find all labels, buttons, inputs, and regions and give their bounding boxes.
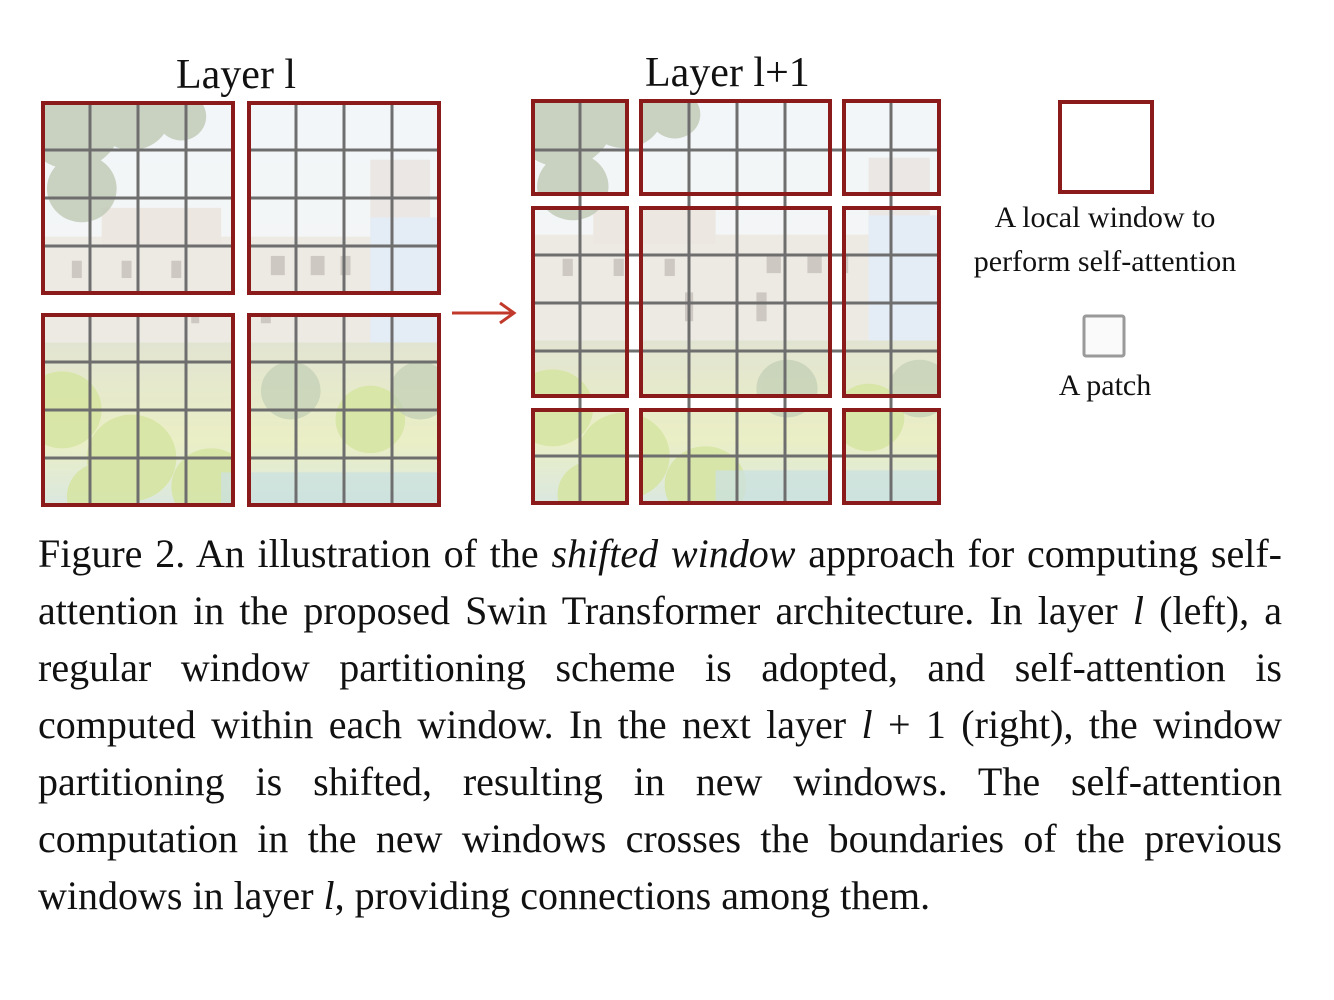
window-l-3: [41, 313, 235, 507]
layer-l-plus-1-image: [532, 100, 940, 504]
window-r-9: [842, 408, 941, 505]
figure-graphic: [41, 99, 1154, 507]
legend-patch-label: A patch: [1058, 369, 1152, 402]
layer-l-plus-1-patch-grid: [532, 100, 940, 504]
caption-text-2: approach for computing self-attention in…: [38, 531, 1282, 633]
caption-text-5: , providing connections among them.: [334, 873, 931, 918]
window-l-1: [41, 101, 235, 295]
window-l-2: [247, 101, 441, 295]
legend-window-swatch: [1058, 100, 1154, 194]
layer-l-patch-grid: [42, 102, 440, 506]
legend-window-label-line2: perform self-attention: [973, 245, 1237, 278]
caption-text-4: + 1 (right), the window partitioning is …: [38, 702, 1282, 918]
layer-l-windows: [41, 101, 441, 507]
legend-window-label-line1: A local window to: [994, 201, 1216, 234]
caption-emphasis-shifted-window: shifted window: [551, 531, 796, 576]
window-r-5: [639, 206, 832, 398]
window-r-2: [639, 99, 832, 196]
swin-shifted-window-figure: Layer l Layer l+1 A local window to perf…: [41, 50, 1237, 507]
window-r-8: [639, 408, 832, 505]
window-r-6: [842, 206, 941, 398]
legend-patch-swatch: [1082, 314, 1126, 358]
window-r-3: [842, 99, 941, 196]
window-l-4: [247, 313, 441, 507]
shift-arrow-icon: [452, 301, 517, 325]
caption-math-l: l: [1132, 588, 1145, 633]
caption-text-3: (left), a regular window partitioning sc…: [38, 588, 1282, 747]
window-r-7: [531, 408, 629, 505]
figure-caption: Figure 2. An illustration of the shifted…: [38, 525, 1282, 924]
window-r-4: [531, 206, 629, 398]
caption-math-l: l: [323, 873, 335, 918]
window-r-1: [531, 99, 629, 196]
caption-text-1: Figure 2. An illustration of the: [38, 531, 552, 576]
caption-math-l: l: [861, 702, 873, 747]
layer-l-plus-1-label: Layer l+1: [645, 50, 810, 96]
layer-l-label: Layer l: [176, 52, 297, 98]
layer-l-plus-1-windows: [531, 99, 941, 505]
